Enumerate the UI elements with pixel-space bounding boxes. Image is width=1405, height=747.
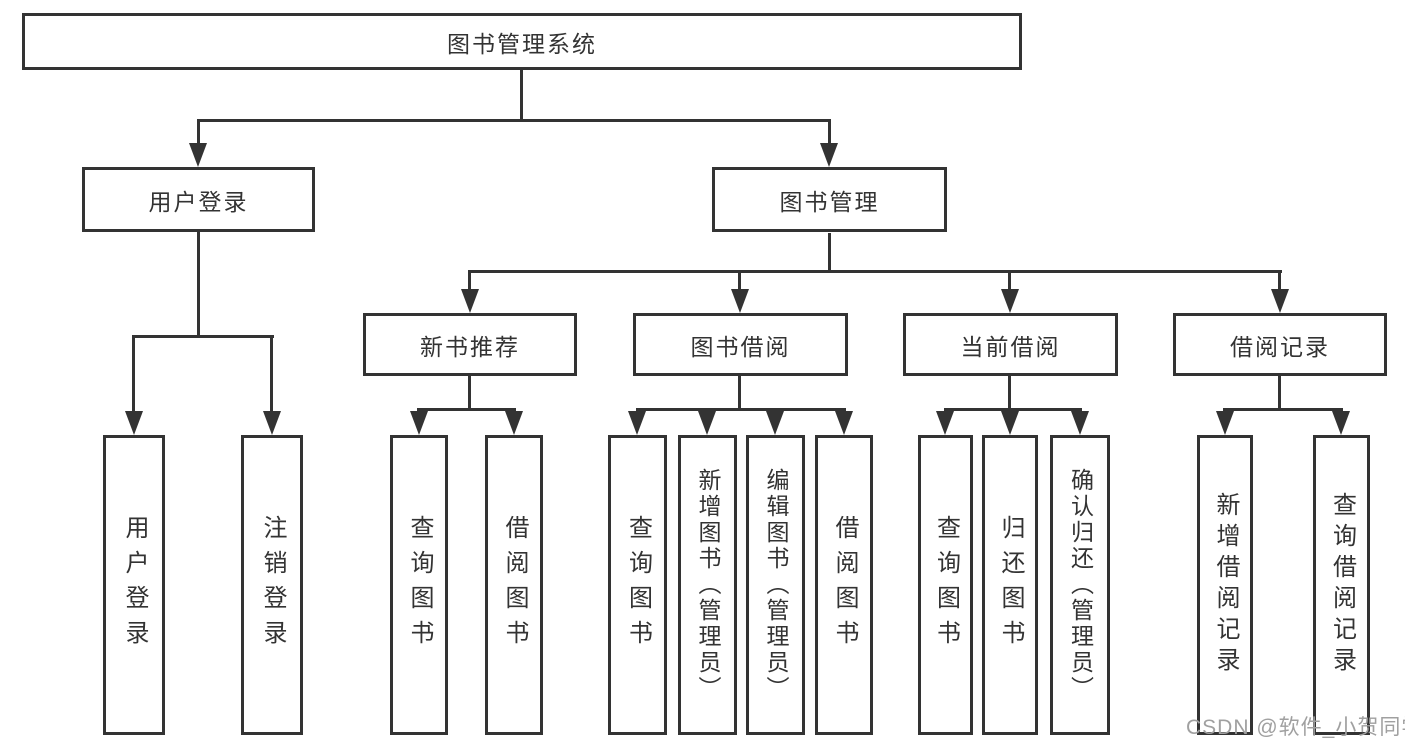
node-user-login-label: 用户登录 <box>148 188 249 215</box>
leaf-add-borrow-record-label: 新增借阅记录 <box>1212 492 1239 678</box>
leaf-confirm-return-admin: 确认归还（管理员） <box>1050 435 1110 735</box>
connector-stem-user-login <box>197 119 200 146</box>
leaf-borrow-query-books: 查询图书 <box>608 435 667 735</box>
leaf-query-borrow-record-label: 查询借阅记录 <box>1328 492 1356 678</box>
connector-book-management-trunk <box>828 233 831 273</box>
connector-current-borrow-trunk <box>1008 376 1011 410</box>
leaf-current-query-books: 查询图书 <box>918 435 973 735</box>
connector-borrow-records-hline <box>1223 408 1343 411</box>
connector-stem-current-borrow <box>1008 270 1011 291</box>
leaf-edit-books-admin-label: 编辑图书（管理员） <box>763 468 789 702</box>
leaf-user-login: 用户登录 <box>103 435 165 735</box>
leaf-newbook-borrow-books-label: 借阅图书 <box>501 515 528 655</box>
arrowhead-newbook-query-icon <box>410 411 428 435</box>
connector-user-login-hline <box>132 335 274 338</box>
node-current-borrowing-label: 当前借阅 <box>960 333 1061 360</box>
connector-user-login-trunk <box>197 232 200 338</box>
leaf-add-borrow-record: 新增借阅记录 <box>1197 435 1253 735</box>
leaf-borrow-borrow-books-label: 借阅图书 <box>831 515 858 655</box>
connector-new-book-hline <box>417 408 516 411</box>
leaf-logout: 注销登录 <box>241 435 303 735</box>
arrowhead-current-borrow-icon <box>1001 289 1019 313</box>
node-new-book-recommend: 新书推荐 <box>363 313 577 376</box>
connector-stem-book-management <box>828 119 831 146</box>
leaf-borrow-query-books-label: 查询图书 <box>624 515 652 655</box>
connector-book-borrow-hline <box>636 408 846 411</box>
connector-current-borrow-hline <box>944 408 1082 411</box>
leaf-confirm-return-admin-label: 确认归还（管理员） <box>1067 468 1094 702</box>
connector-new-book-trunk <box>468 376 471 410</box>
arrowhead-book-borrow-icon <box>731 289 749 313</box>
node-book-management-label: 图书管理 <box>779 188 880 215</box>
leaf-newbook-query-books-label: 查询图书 <box>406 515 433 655</box>
leaf-return-books: 归还图书 <box>982 435 1038 735</box>
leaf-edit-books-admin: 编辑图书（管理员） <box>746 435 805 735</box>
connector-root-trunk <box>520 70 523 121</box>
connector-level3-hline <box>468 270 1282 273</box>
arrowhead-new-book-icon <box>461 289 479 313</box>
leaf-add-books-admin-label: 新增图书（管理员） <box>695 468 721 702</box>
leaf-logout-label: 注销登录 <box>259 515 286 655</box>
leaf-add-books-admin: 新增图书（管理员） <box>678 435 737 735</box>
connector-stem-new-book <box>468 270 471 291</box>
leaf-user-login-label: 用户登录 <box>121 515 148 655</box>
node-borrowing-records: 借阅记录 <box>1173 313 1387 376</box>
node-book-management: 图书管理 <box>712 167 947 232</box>
connector-stem-book-borrow <box>738 270 741 291</box>
node-user-login: 用户登录 <box>82 167 315 232</box>
node-root-label: 图书管理系统 <box>447 30 597 57</box>
watermark: CSDN @软件_小贺同学 <box>1186 716 1405 739</box>
arrowhead-borrow-edit-icon <box>766 411 784 435</box>
node-new-book-recommend-label: 新书推荐 <box>420 333 520 360</box>
connector-level2-hline <box>197 119 831 122</box>
arrowhead-user-login-icon <box>189 143 207 167</box>
connector-stem-leaf-user-login <box>132 335 135 413</box>
node-book-borrowing-label: 图书借阅 <box>690 333 791 360</box>
arrowhead-borrow-records-icon <box>1271 289 1289 313</box>
leaf-newbook-query-books: 查询图书 <box>390 435 448 735</box>
node-current-borrowing: 当前借阅 <box>903 313 1118 376</box>
arrowhead-leaf-logout-icon <box>263 411 281 435</box>
connector-stem-leaf-logout <box>270 335 273 413</box>
connector-book-borrow-trunk <box>738 376 741 410</box>
arrowhead-records-query-icon <box>1332 411 1350 435</box>
leaf-newbook-borrow-books: 借阅图书 <box>485 435 543 735</box>
arrowhead-borrow-query-icon <box>628 411 646 435</box>
connector-stem-borrow-records <box>1278 270 1281 291</box>
leaf-return-books-label: 归还图书 <box>997 515 1024 655</box>
arrowhead-book-management-icon <box>820 143 838 167</box>
node-borrowing-records-label: 借阅记录 <box>1230 333 1330 360</box>
leaf-current-query-books-label: 查询图书 <box>932 515 960 655</box>
arrowhead-records-add-icon <box>1216 411 1234 435</box>
arrowhead-current-return-icon <box>1001 411 1019 435</box>
leaf-query-borrow-record: 查询借阅记录 <box>1313 435 1370 735</box>
arrowhead-current-confirm-icon <box>1071 411 1089 435</box>
arrowhead-newbook-borrow-icon <box>505 411 523 435</box>
connector-borrow-records-trunk <box>1278 376 1281 410</box>
arrowhead-borrow-borrow-icon <box>835 411 853 435</box>
node-book-borrowing: 图书借阅 <box>633 313 848 376</box>
arrowhead-borrow-add-icon <box>698 411 716 435</box>
leaf-borrow-borrow-books: 借阅图书 <box>815 435 873 735</box>
arrowhead-current-query-icon <box>936 411 954 435</box>
arrowhead-leaf-user-login-icon <box>125 411 143 435</box>
node-root: 图书管理系统 <box>22 13 1022 70</box>
